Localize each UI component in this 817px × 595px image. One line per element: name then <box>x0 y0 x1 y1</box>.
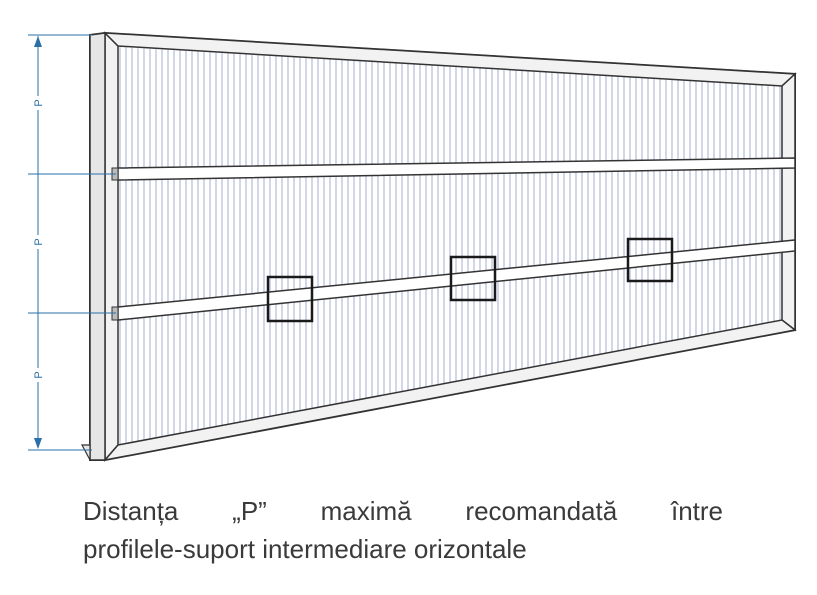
dimension-label-p-1: P <box>33 99 45 106</box>
support-profile-upper <box>117 157 796 181</box>
frame-right-profile <box>781 72 796 332</box>
detail-box-middle <box>449 255 497 302</box>
frame-left-profile <box>104 31 119 463</box>
polycarbonate-panel-ribs <box>119 47 781 445</box>
arrow-down-icon <box>34 438 42 449</box>
frame-foot <box>81 444 91 461</box>
frame-bottom-profile <box>103 319 797 462</box>
panel-diagram: P P P <box>28 31 797 463</box>
arrow-up-icon <box>34 36 42 47</box>
dimension-label-p-2: P <box>33 238 45 245</box>
caption-line-1: Distanța „P” maximă recomandată între <box>83 496 723 526</box>
dimension-label-p-3: P <box>33 371 45 378</box>
figure-caption: Distanța „P” maximă recomandată între pr… <box>83 492 723 568</box>
support-profile-lower <box>117 239 796 321</box>
caption-line-2: profilele-suport intermediare orizontale <box>83 534 527 564</box>
frame-left-profile-side <box>89 32 106 461</box>
detail-box-right <box>626 237 674 283</box>
detail-box-left <box>266 275 314 323</box>
